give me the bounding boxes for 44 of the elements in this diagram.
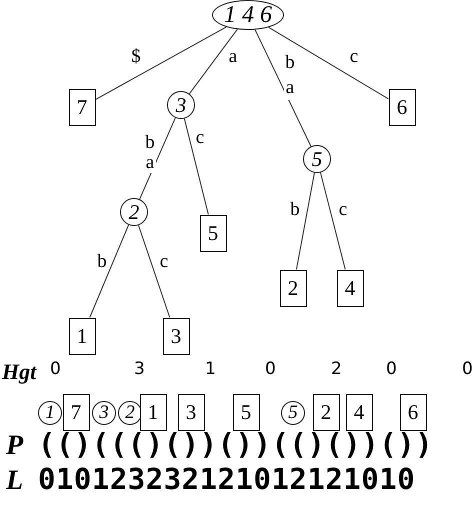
circle-node: 1 xyxy=(38,401,62,425)
square-node: 6 xyxy=(400,394,426,430)
height-value: 1 xyxy=(205,359,216,379)
height-value: 0 xyxy=(386,359,397,379)
tree-edge xyxy=(254,29,312,147)
tree-edge xyxy=(139,117,176,200)
edge-label: b a xyxy=(144,133,156,173)
square-node: 1 xyxy=(140,394,166,430)
square-node: 4 xyxy=(346,394,372,430)
height-value: 0 xyxy=(265,359,276,379)
tree-edge xyxy=(184,118,209,215)
circle-node: 5 xyxy=(303,145,331,173)
tree-edge xyxy=(320,172,346,270)
tree-edge xyxy=(296,172,315,270)
row-heading: L xyxy=(6,465,24,497)
square-node: 6 xyxy=(388,88,416,126)
ellipse-node: 1 4 6 xyxy=(212,0,284,30)
square-node: 5 xyxy=(232,394,260,430)
square-node: 1 xyxy=(68,318,96,354)
tree-edge xyxy=(188,28,238,94)
square-node: 7 xyxy=(68,88,96,126)
square-node: 3 xyxy=(162,318,190,354)
square-node: 3 xyxy=(178,394,204,430)
square-node: 4 xyxy=(336,270,364,306)
circle-node: 5 xyxy=(281,401,305,425)
circle-node: 2 xyxy=(120,198,148,226)
row-heading: P xyxy=(6,430,24,462)
height-value: 3 xyxy=(134,359,145,379)
height-value: 2 xyxy=(331,359,342,379)
circle-node: 3 xyxy=(92,401,116,425)
circle-node: 3 xyxy=(167,91,195,119)
square-node: 7 xyxy=(62,394,90,430)
circle-node: 2 xyxy=(118,401,142,425)
digit-sequence: 010123232121012121010 xyxy=(38,462,416,496)
tree-edge xyxy=(268,26,389,100)
row-heading: Hgt xyxy=(2,359,36,385)
tree-edge xyxy=(95,26,227,100)
square-node: 5 xyxy=(200,214,226,252)
square-node: 2 xyxy=(312,394,340,430)
tree-edge xyxy=(138,224,170,318)
height-value: 0 xyxy=(50,359,61,379)
square-node: 2 xyxy=(280,270,306,306)
height-value: 0 xyxy=(462,359,473,379)
tree-edge xyxy=(89,224,130,318)
